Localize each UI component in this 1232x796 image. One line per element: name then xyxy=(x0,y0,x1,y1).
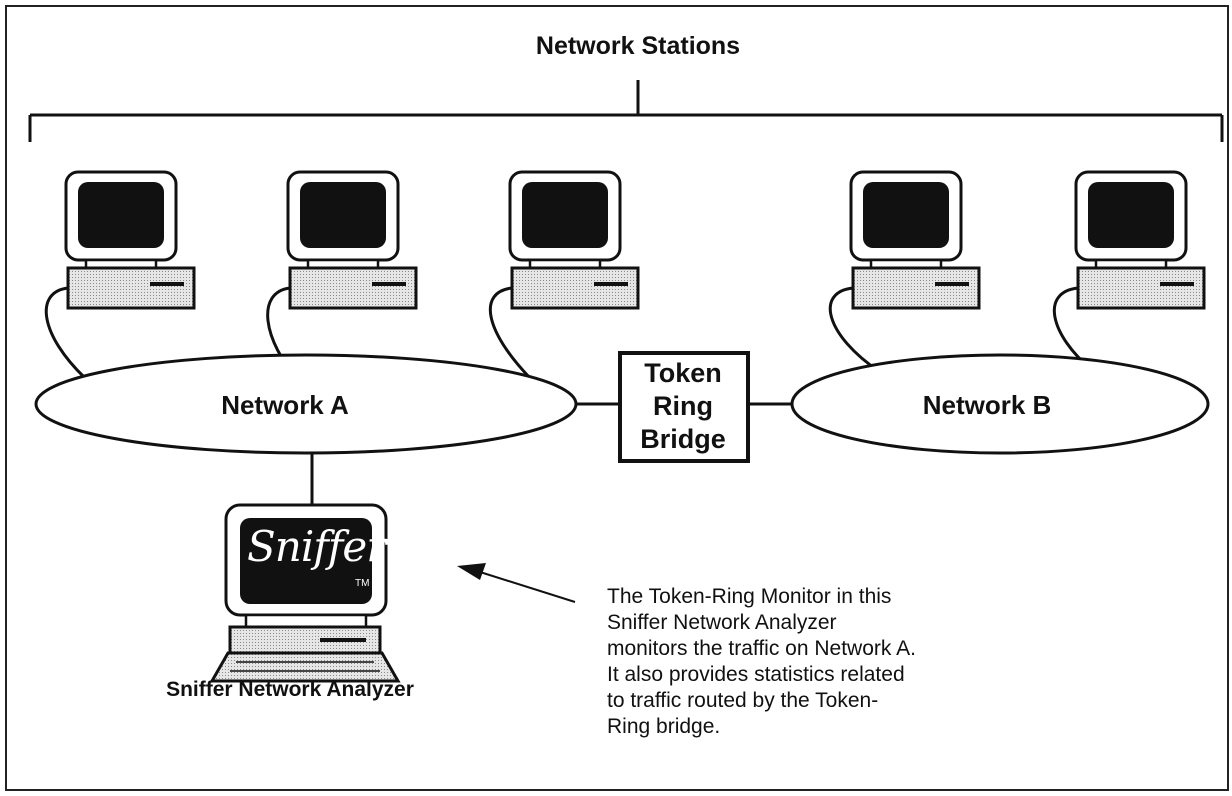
network-a-label: Network A xyxy=(221,390,349,420)
diagram-title: Network Stations xyxy=(535,32,741,60)
note-line: The Token-Ring Monitor in this xyxy=(607,585,892,608)
trademark-mark: TM xyxy=(355,578,370,589)
note-line: It also provides statistics related xyxy=(607,663,905,686)
note-line: to traffic routed by the Token- xyxy=(607,689,879,712)
bridge-box xyxy=(618,351,750,463)
bridge-label: Token Ring Bridge xyxy=(618,357,748,456)
analyzer-caption: Sniffer Network Analyzer xyxy=(166,678,414,701)
stations-bracket xyxy=(28,80,1224,142)
network-a-ellipse xyxy=(34,353,578,455)
note-line: Sniffer Network Analyzer xyxy=(607,611,837,634)
station-1 xyxy=(64,170,196,310)
callout-note: The Token-Ring Monitor in this Sniffer N… xyxy=(607,584,1007,740)
bridge-label-line1: Token xyxy=(644,358,722,388)
network-b-label: Network B xyxy=(922,390,1052,420)
note-line: monitors the traffic on Network A. xyxy=(607,637,916,660)
station-4 xyxy=(849,170,981,310)
station-3 xyxy=(508,170,640,310)
sniffer-logo: Sniffer xyxy=(247,522,386,571)
callout-arrow xyxy=(457,563,576,603)
station-2 xyxy=(286,170,418,310)
bridge-label-line3: Bridge xyxy=(640,424,726,454)
sniffer-computer xyxy=(209,503,401,683)
bridge-label-line2: Ring xyxy=(653,391,713,421)
network-b-ellipse xyxy=(790,353,1210,455)
bridge-links xyxy=(310,402,792,505)
note-line: Ring bridge. xyxy=(607,715,721,738)
station-5 xyxy=(1074,170,1206,310)
